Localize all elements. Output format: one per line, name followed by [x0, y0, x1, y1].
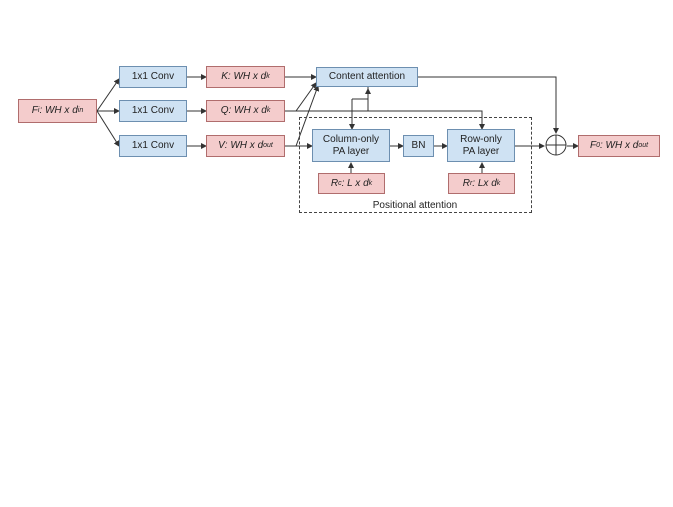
conv1-box: 1x1 Conv: [119, 66, 187, 88]
output-sub: out: [638, 142, 649, 149]
positional-attention-frame: [299, 117, 532, 213]
positional-attention-label: Positional attention: [372, 200, 458, 211]
input-sup: i: [37, 107, 40, 114]
column-pa-box: Column-only PA layer: [312, 129, 390, 162]
output-dims: : WH x d: [599, 140, 639, 151]
row-pa-box: Row-only PA layer: [447, 129, 515, 162]
row-pa-line1: Row-only: [460, 133, 502, 145]
rr-sub: k: [496, 179, 501, 187]
rr-dims: : Lx d: [472, 177, 497, 189]
rc-sub: k: [368, 179, 373, 187]
conv2-box: 1x1 Conv: [119, 100, 187, 122]
output-symbol: F: [589, 140, 597, 151]
edge-input-conv3: [96, 110, 120, 147]
v-sub: out: [263, 142, 273, 149]
conv3-box: 1x1 Conv: [119, 135, 187, 157]
k-symbol: K: [221, 71, 228, 82]
sum-icon: [545, 134, 567, 156]
output-sup: 0: [596, 142, 600, 149]
input-dims: : WH x d: [39, 105, 78, 116]
k-dims: : WH x d: [227, 71, 267, 82]
input-sub: in: [77, 107, 84, 114]
q-sub: k: [266, 107, 271, 114]
rc-symbol: R: [330, 177, 339, 189]
rc-dims: : L x d: [341, 177, 369, 189]
v-symbol: V: [218, 140, 225, 151]
q-dims: : WH x d: [228, 105, 267, 116]
rr-sup: r: [469, 179, 473, 187]
row-pa-line2: PA layer: [462, 145, 500, 157]
input-symbol: F: [31, 105, 38, 116]
k-sub: k: [266, 73, 270, 80]
rc-sup: c: [338, 179, 342, 187]
column-pa-line1: Column-only: [322, 133, 380, 145]
bn-box: BN: [403, 135, 434, 157]
edge-q-row-pa: [296, 110, 485, 130]
rr-symbol: R: [462, 177, 470, 189]
edge-content-plus: [418, 76, 559, 134]
edge-input-conv1: [96, 78, 120, 112]
edge-q-content: [285, 82, 317, 112]
q-symbol: Q: [220, 105, 229, 116]
column-pa-line2: PA layer: [332, 145, 370, 157]
content-attention-box: Content attention: [316, 67, 418, 87]
v-dims: : WH x d: [224, 140, 264, 151]
